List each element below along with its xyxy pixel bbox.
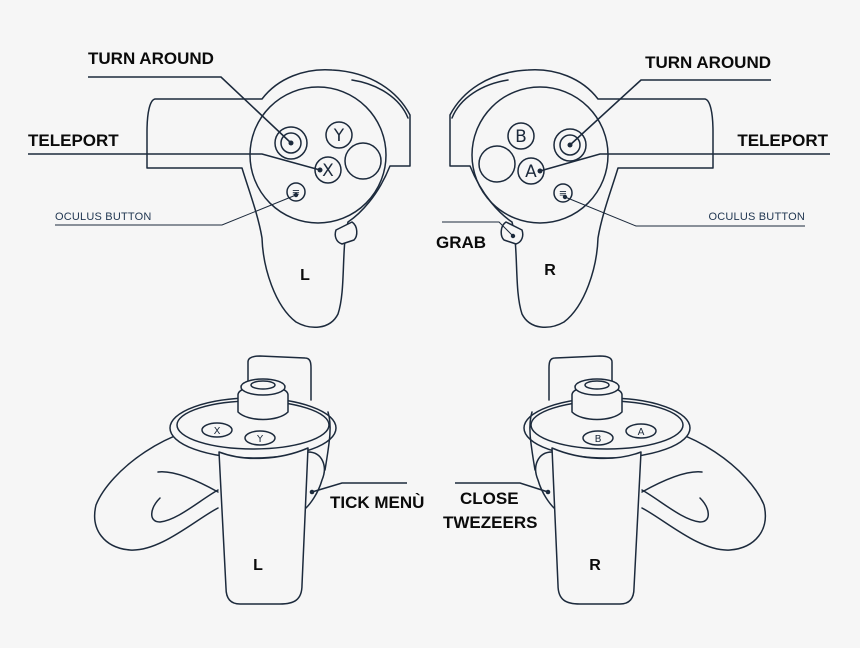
- label-tick-menu: TICK MENÙ: [330, 493, 424, 512]
- b-button: [507, 122, 535, 150]
- label-close-tweezers-line2: TWEZEERS: [443, 513, 537, 532]
- hand-label-bottom-left: L: [253, 557, 263, 574]
- left-side-x-button: [201, 422, 233, 438]
- label-grab: GRAB: [436, 233, 486, 252]
- left-controller-outline: [146, 69, 411, 328]
- left-grip: [218, 447, 309, 605]
- hand-label-top-left: L: [300, 267, 310, 284]
- a-button-label: A: [525, 162, 537, 182]
- label-close-tweezers-line1: CLOSE: [460, 489, 519, 508]
- right-controller-outline: [449, 69, 714, 328]
- x-button: [314, 156, 342, 184]
- right-tracking-ring: [634, 424, 766, 551]
- x-button-label: X: [322, 161, 334, 181]
- right-grip: [551, 447, 642, 605]
- b-button-label: B: [515, 127, 527, 147]
- left-thumb-rest: [344, 142, 382, 180]
- left-controller-side-view: X Y L: [94, 355, 337, 605]
- left-controller-top-view: Y X ≡ L: [146, 69, 411, 328]
- left-side-y-button: [244, 430, 276, 446]
- left-side-x-label: X: [214, 426, 221, 437]
- a-button: [517, 157, 545, 185]
- right-grip-trigger: [534, 451, 555, 509]
- right-side-a-label: A: [638, 427, 645, 438]
- left-tracking-ring: [94, 424, 226, 551]
- left-side-y-label: Y: [256, 434, 264, 445]
- oculus-icon: ≡: [559, 189, 567, 200]
- left-grip-trigger: [305, 451, 326, 509]
- right-thumb-rest: [478, 145, 516, 183]
- hand-label-top-right: R: [544, 262, 556, 279]
- label-teleport-right: TELEPORT: [737, 131, 828, 150]
- label-oculus-button-right: OCULUS BUTTON: [708, 211, 805, 223]
- left-trigger: [334, 221, 358, 245]
- label-turn-around-right: TURN AROUND: [645, 53, 771, 72]
- hand-label-bottom-right: R: [589, 557, 601, 574]
- y-button-label: Y: [333, 126, 345, 146]
- right-controller-side-view: B A R: [523, 355, 766, 605]
- right-controller-top-view: B A ≡ R: [449, 69, 714, 328]
- y-button: [325, 121, 353, 149]
- right-side-b-label: B: [595, 434, 602, 445]
- label-oculus-button-left: OCULUS BUTTON: [55, 211, 152, 223]
- left-face-plate: [249, 86, 387, 224]
- right-side-b-button: [582, 430, 614, 446]
- right-face-plate: [471, 86, 609, 224]
- label-teleport-left: TELEPORT: [28, 131, 119, 150]
- right-trigger: [500, 221, 524, 245]
- label-turn-around-left: TURN AROUND: [88, 49, 214, 68]
- right-side-a-button: [625, 423, 657, 439]
